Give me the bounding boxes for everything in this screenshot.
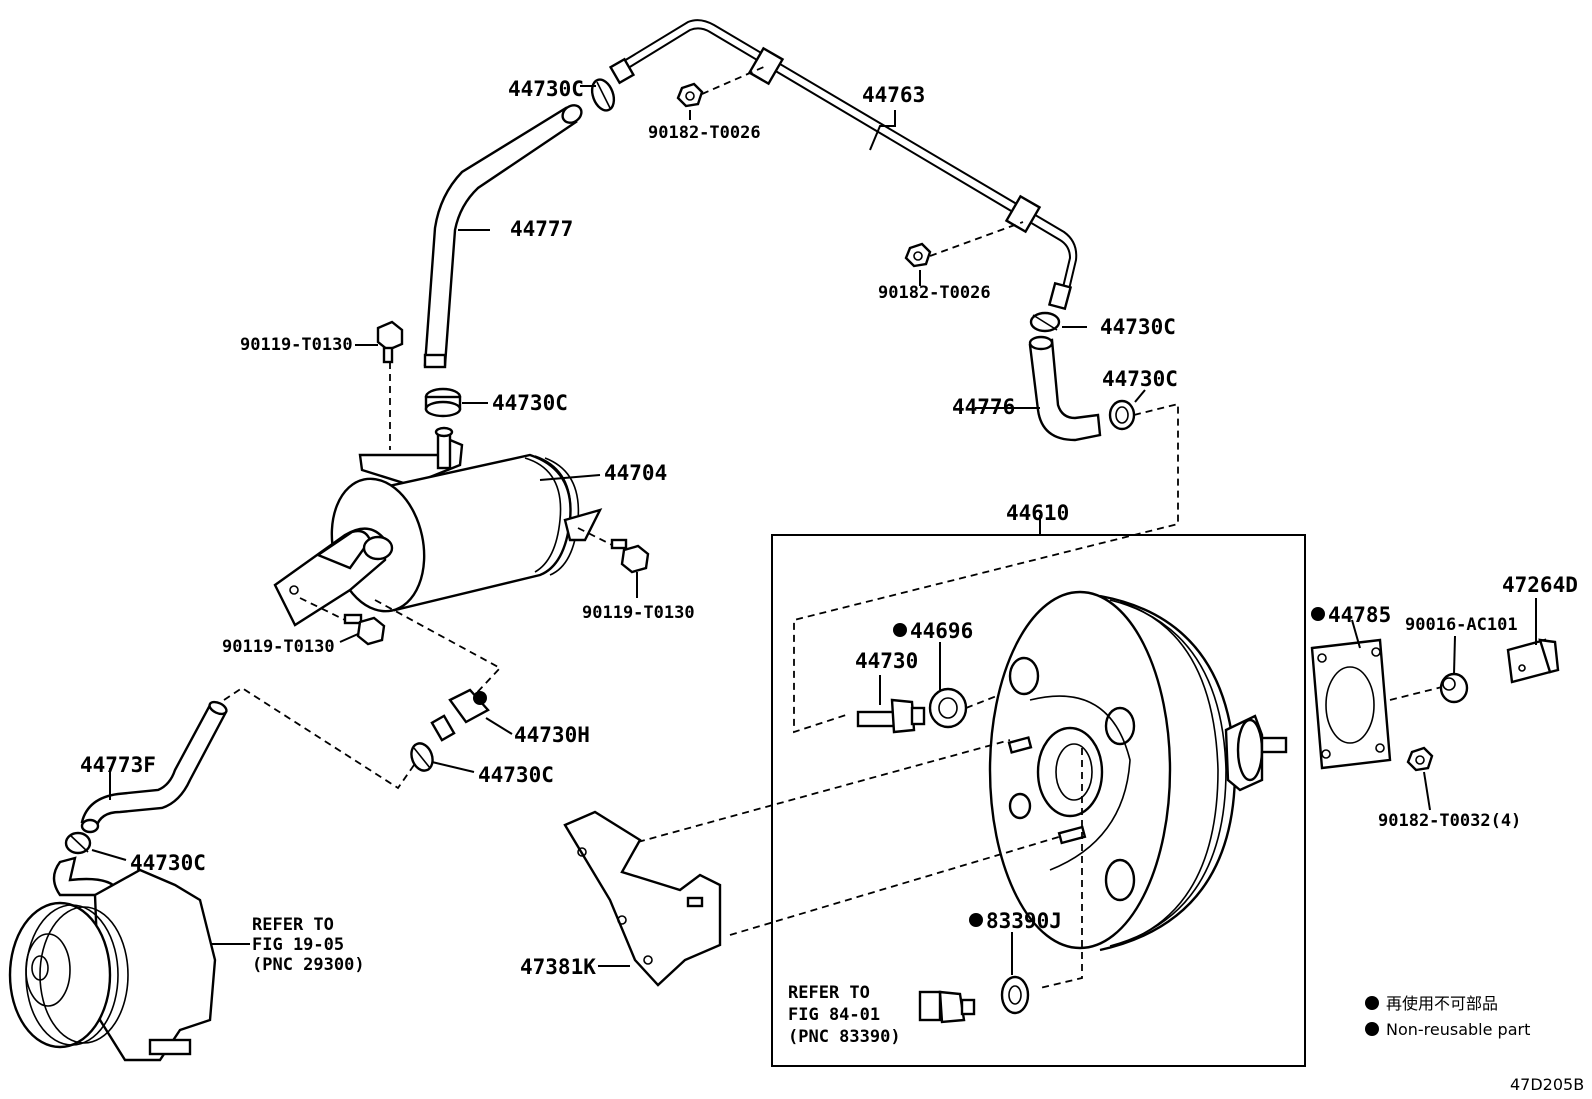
leader-lines [91, 85, 1537, 975]
label-90182-t0026-mid: 90182-T0026 [878, 283, 991, 303]
clamp-44730c-pump-drawing [64, 831, 92, 855]
legend-dot-jp [1365, 996, 1379, 1010]
hose-44773f-drawing [80, 700, 228, 834]
sensor-ref-line1: REFER TO [788, 983, 870, 1003]
pump-ref-line2: FIG 19-05 [252, 935, 344, 955]
clevis-47264d-drawing [1506, 638, 1560, 684]
pump-ref-line1: REFER TO [252, 915, 334, 935]
label-90119-t0130-top: 90119-T0130 [240, 335, 353, 355]
label-90119-t0130-bottom: 90119-T0130 [222, 637, 335, 657]
clamp-44730c-right2-drawing [1108, 399, 1136, 431]
nut-90182-top-drawing [676, 82, 704, 108]
legend-dot-en [1365, 1022, 1379, 1036]
booster-assembly-box [771, 534, 1306, 1067]
gasket-44785-drawing [1310, 638, 1392, 770]
label-90119-t0130-right: 90119-T0130 [582, 603, 695, 623]
brake-booster-drawing [988, 590, 1288, 952]
label-47264d: 47264D [1502, 573, 1578, 597]
label-90182-t0026-top: 90182-T0026 [648, 123, 761, 143]
non-reusable-dot-83390j [969, 913, 983, 927]
nut-90182-t0032-drawing [1406, 746, 1434, 772]
label-90016-ac101: 90016-AC101 [1405, 615, 1518, 635]
bolt-90119-bottom-drawing [299, 597, 386, 646]
non-reusable-dot-44785 [1311, 607, 1325, 621]
legend-en: Non-reusable part [1386, 1020, 1530, 1039]
clamp-44730c-left-mid-drawing [424, 387, 462, 418]
diagram-code: 47D205B [1510, 1075, 1584, 1094]
label-44777: 44777 [510, 217, 573, 241]
pump-ref-line3: (PNC 29300) [252, 955, 365, 975]
label-47381k: 47381K [520, 955, 596, 979]
label-83390j: 83390J [986, 909, 1062, 933]
grommet-44696-drawing [928, 687, 968, 729]
label-44730c-pump: 44730C [130, 851, 206, 875]
label-44785: 44785 [1328, 603, 1391, 627]
label-44610: 44610 [1006, 501, 1069, 525]
hose-44777-drawing [423, 104, 583, 369]
label-44704: 44704 [604, 461, 667, 485]
label-44776: 44776 [952, 395, 1015, 419]
label-44730h: 44730H [514, 723, 590, 747]
hose-44776-drawing [1028, 335, 1102, 442]
seal-83390j-drawing [1000, 975, 1030, 1015]
sensor-83390-drawing [918, 990, 976, 1024]
non-reusable-dot-44696 [893, 623, 907, 637]
label-90182-t0032: 90182-T0032(4) [1378, 811, 1521, 831]
label-44730c-left-mid: 44730C [492, 391, 568, 415]
bolt-90119-right-drawing [577, 527, 650, 574]
sensor-ref-line3: (PNC 83390) [788, 1027, 901, 1047]
canister-44704-drawing [273, 426, 603, 627]
label-44773f: 44773F [80, 753, 156, 777]
sensor-ref-line2: FIG 84-01 [788, 1005, 880, 1025]
vacuum-pipe-drawing [608, 19, 1078, 311]
label-44763: 44763 [862, 83, 925, 107]
label-44730c-right2: 44730C [1102, 367, 1178, 391]
legend-jp: 再使用不可部品 [1386, 994, 1498, 1013]
clamp-44730c-right1-drawing [1029, 311, 1061, 333]
check-valve-44730h-drawing [430, 688, 490, 742]
vacuum-pump-drawing [8, 856, 217, 1062]
clamp-44730c-lower-drawing [410, 742, 434, 772]
bracket-47381k-drawing [563, 810, 722, 987]
label-44730: 44730 [855, 649, 918, 673]
nut-90182-mid-drawing [904, 242, 932, 268]
label-44730c-lower: 44730C [478, 763, 554, 787]
label-44730c-right1: 44730C [1100, 315, 1176, 339]
clamp-44730c-top-drawing [590, 78, 616, 112]
pin-90016-drawing [1439, 672, 1469, 704]
label-44696: 44696 [910, 619, 973, 643]
bolt-90119-top-drawing [376, 320, 404, 364]
label-44730c-top: 44730C [508, 77, 584, 101]
nipple-44730-drawing [856, 698, 926, 734]
